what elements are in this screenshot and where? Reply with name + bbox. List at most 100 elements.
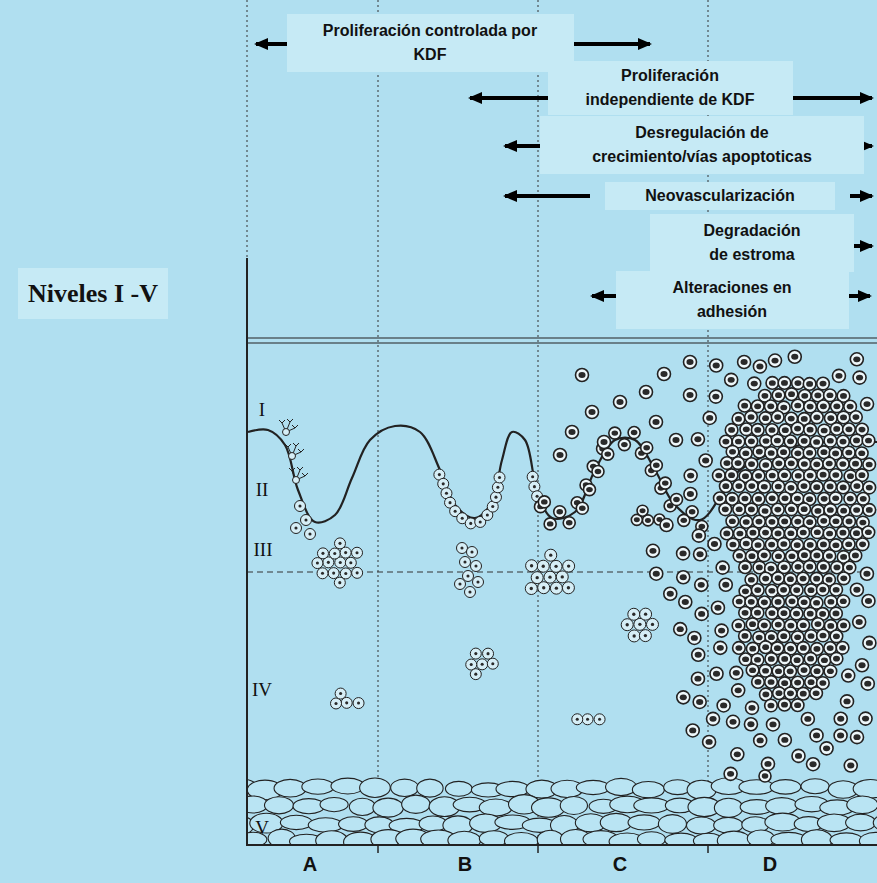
- fat-lobule: [637, 832, 665, 844]
- atypical-cell: [628, 427, 640, 439]
- atypical-cell: [566, 426, 579, 439]
- atypical-cell: [807, 758, 820, 771]
- atypical-cell: [717, 699, 730, 712]
- atypical-cell: [810, 729, 823, 742]
- atypical-cell: [765, 653, 778, 666]
- atypical-cell: [759, 572, 772, 585]
- tick: [707, 845, 709, 853]
- stage-feature-label: Degradación de estroma: [650, 214, 854, 272]
- atypical-cell: [830, 423, 843, 436]
- fat-lobule: [339, 817, 368, 832]
- melanocyte-cell: [487, 658, 498, 669]
- atypical-cell: [677, 691, 690, 704]
- fat-lobule: [739, 780, 774, 795]
- level-numeral: II: [256, 479, 269, 502]
- atypical-cell: [785, 457, 798, 470]
- atypical-cell: [746, 618, 759, 631]
- melanocyte-cell: [563, 560, 575, 572]
- atypical-cell: [850, 434, 863, 447]
- melanocyte-cell: [291, 523, 302, 534]
- melanocyte-cell: [335, 688, 346, 699]
- atypical-cell: [708, 538, 721, 551]
- melanocyte-cell: [640, 608, 652, 620]
- dendritic-melanocyte: [285, 443, 304, 460]
- atypical-cell: [837, 572, 850, 585]
- fat-lobule: [717, 831, 750, 844]
- range-arrow: [850, 194, 872, 198]
- melanocyte-cell: [328, 568, 339, 579]
- melanocyte-cell: [572, 714, 583, 725]
- atypical-cell: [785, 388, 798, 401]
- fat-lobule: [873, 814, 877, 832]
- level-numeral: I: [259, 399, 265, 422]
- atypical-cell: [727, 538, 740, 551]
- atypical-cell: [679, 596, 692, 609]
- atypical-cell: [691, 672, 704, 685]
- divider-line: [538, 0, 539, 845]
- atypical-cell: [576, 369, 589, 382]
- atypical-cell: [791, 699, 804, 712]
- melanocyte-cell: [477, 659, 488, 670]
- atypical-cell: [766, 718, 779, 731]
- atypical-cell: [803, 378, 816, 391]
- atypical-cell: [772, 618, 785, 631]
- atypical-cell: [618, 439, 630, 451]
- atypical-cell: [798, 549, 811, 562]
- atypical-cell: [850, 353, 863, 366]
- fat-lobule: [658, 815, 686, 834]
- atypical-cell: [759, 412, 772, 425]
- melanocyte-cell: [345, 557, 356, 568]
- atypical-cell: [830, 652, 843, 665]
- atypical-cell: [861, 677, 874, 690]
- atypical-cell: [576, 502, 588, 514]
- atypical-cell: [731, 748, 744, 761]
- atypical-cell: [850, 583, 863, 596]
- atypical-cell: [650, 416, 663, 429]
- atypical-cell: [772, 503, 785, 516]
- column-letter: D: [763, 852, 777, 876]
- fat-lobule: [634, 798, 670, 813]
- atypical-cell: [746, 664, 759, 677]
- atypical-cell: [752, 676, 765, 689]
- atypical-cell: [684, 469, 697, 482]
- atypical-cell: [732, 684, 745, 697]
- atypical-cell: [703, 735, 716, 748]
- atypical-cell: [853, 371, 866, 384]
- fat-lobule: [302, 779, 334, 794]
- atypical-cell: [817, 629, 830, 642]
- melanocyte-cell: [352, 547, 363, 558]
- atypical-cell: [811, 549, 824, 562]
- column-letter: C: [613, 852, 627, 876]
- atypical-cell: [798, 596, 811, 609]
- atypical-cell: [830, 630, 843, 643]
- atypical-cell: [834, 712, 847, 725]
- atypical-cell: [658, 368, 671, 381]
- atypical-cell: [860, 567, 873, 580]
- stage-feature-label: Proliferación controlada por KDF: [287, 14, 574, 72]
- melanocyte-cell: [467, 547, 478, 558]
- fat-lobule: [308, 818, 343, 832]
- atypical-cell: [798, 480, 811, 493]
- atypical-cell: [670, 434, 683, 447]
- atypical-cell: [554, 506, 566, 518]
- fat-lobule: [360, 778, 391, 797]
- atypical-cell: [726, 515, 739, 528]
- atypical-cell: [778, 515, 791, 528]
- range-arrows: [256, 44, 872, 296]
- melanocyte-cell: [550, 560, 562, 572]
- atypical-cell: [798, 458, 811, 471]
- atypical-cell: [837, 411, 850, 424]
- atypical-cell: [724, 767, 737, 780]
- melanocyte-cell: [305, 529, 316, 540]
- melanocyte-cell: [628, 630, 640, 642]
- atypical-cell: [798, 435, 811, 448]
- fat-lobule: [859, 832, 877, 844]
- atypical-cell: [851, 731, 864, 744]
- level-numeral: IV: [252, 679, 272, 702]
- atypical-cell: [850, 411, 863, 424]
- melanocyte-cell: [352, 567, 363, 578]
- atypical-cell: [692, 648, 705, 661]
- atypical-cell: [759, 641, 772, 654]
- atypical-cell: [778, 538, 791, 551]
